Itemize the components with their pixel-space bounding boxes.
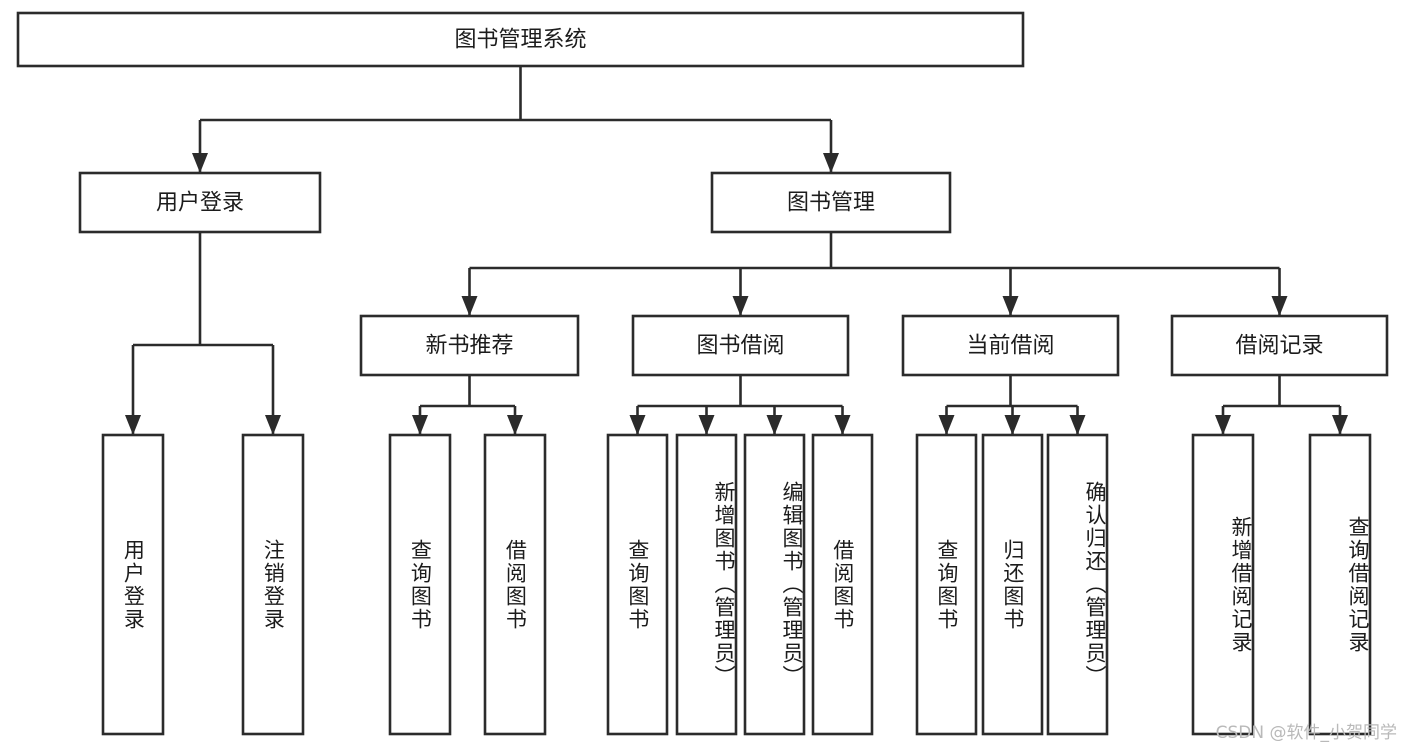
node-leaf-add-borrow-record[interactable] xyxy=(1191,433,1255,736)
connector-arrowhead xyxy=(192,153,208,173)
node-leaf-return-book[interactable] xyxy=(981,433,1044,736)
node-box-current-borrow xyxy=(901,314,1120,377)
connector-arrowhead xyxy=(265,415,281,435)
node-label-root: 图书管理系统 xyxy=(454,28,586,53)
node-new-book-recommend[interactable]: 新书推荐 xyxy=(359,314,580,377)
connector-arrowhead xyxy=(1004,415,1021,435)
connector-arrowhead xyxy=(1332,415,1348,435)
node-leaf-edit-book-admin[interactable] xyxy=(743,433,806,736)
node-leaf-add-book-admin[interactable] xyxy=(675,433,738,736)
node-label-user-login: 用户登录 xyxy=(156,191,244,216)
connector-arrowhead xyxy=(823,153,839,173)
connector-arrowhead xyxy=(1215,415,1231,435)
node-box-leaf-return-book xyxy=(981,433,1044,736)
node-label-current-borrow: 当前借阅 xyxy=(966,334,1054,359)
node-label-book-borrow: 图书借阅 xyxy=(696,334,784,359)
node-box-borrow-record xyxy=(1170,314,1389,377)
watermark-text: CSDN @软件_小贺同学 xyxy=(1215,723,1397,743)
connector-arrowhead xyxy=(507,415,523,435)
node-leaf-query-book-nbr[interactable] xyxy=(388,433,452,736)
node-leaf-query-book-cb[interactable] xyxy=(915,433,978,736)
connector-arrowhead xyxy=(732,296,749,316)
node-box-leaf-borrow-book-nbr xyxy=(483,433,547,736)
connector-arrowhead xyxy=(834,415,851,435)
node-box-leaf-query-book-bb xyxy=(606,433,669,736)
connector-arrowhead xyxy=(698,415,715,435)
node-box-leaf-confirm-return xyxy=(1046,433,1109,736)
connector-arrowhead xyxy=(461,296,478,316)
node-box-book-manage xyxy=(710,171,952,234)
connector-arrowhead xyxy=(766,415,783,435)
node-label-borrow-record: 借阅记录 xyxy=(1235,334,1323,359)
connector-arrowhead xyxy=(938,415,955,435)
node-root[interactable]: 图书管理系统 xyxy=(16,11,1025,68)
connector-arrowhead xyxy=(412,415,428,435)
node-label-new-book-recommend: 新书推荐 xyxy=(425,334,513,359)
connector-arrowhead xyxy=(1271,296,1288,316)
node-user-login[interactable]: 用户登录 xyxy=(78,171,322,234)
connector-arrowhead xyxy=(629,415,646,435)
connector-arrowhead xyxy=(125,415,141,435)
connector-arrowhead xyxy=(1069,415,1086,435)
node-box-user-login xyxy=(78,171,322,234)
node-box-root xyxy=(16,11,1025,68)
connector-layer xyxy=(125,66,1348,435)
node-leaf-query-book-bb[interactable] xyxy=(606,433,669,736)
node-box-leaf-query-borrow-rec xyxy=(1308,433,1372,736)
node-box-book-borrow xyxy=(631,314,850,377)
node-box-leaf-add-borrow-record xyxy=(1191,433,1255,736)
node-book-borrow[interactable]: 图书借阅 xyxy=(631,314,850,377)
node-box-leaf-logout-login xyxy=(241,433,305,736)
node-box-leaf-user-login xyxy=(101,433,165,736)
node-leaf-borrow-book-nbr[interactable] xyxy=(483,433,547,736)
node-leaf-borrow-book-bb[interactable] xyxy=(811,433,874,736)
node-box-leaf-edit-book-admin xyxy=(743,433,806,736)
connector-arrowhead xyxy=(1002,296,1019,316)
node-borrow-record[interactable]: 借阅记录 xyxy=(1170,314,1389,377)
node-leaf-query-borrow-rec[interactable] xyxy=(1308,433,1372,736)
node-box-leaf-add-book-admin xyxy=(675,433,738,736)
node-box-leaf-query-book-nbr xyxy=(388,433,452,736)
node-label-book-manage: 图书管理 xyxy=(787,191,875,216)
node-book-manage[interactable]: 图书管理 xyxy=(710,171,952,234)
node-box-new-book-recommend xyxy=(359,314,580,377)
node-leaf-user-login[interactable] xyxy=(101,433,165,736)
node-box-leaf-borrow-book-bb xyxy=(811,433,874,736)
node-leaf-confirm-return[interactable] xyxy=(1046,433,1109,736)
node-current-borrow[interactable]: 当前借阅 xyxy=(901,314,1120,377)
node-box-leaf-query-book-cb xyxy=(915,433,978,736)
node-leaf-logout-login[interactable] xyxy=(241,433,305,736)
